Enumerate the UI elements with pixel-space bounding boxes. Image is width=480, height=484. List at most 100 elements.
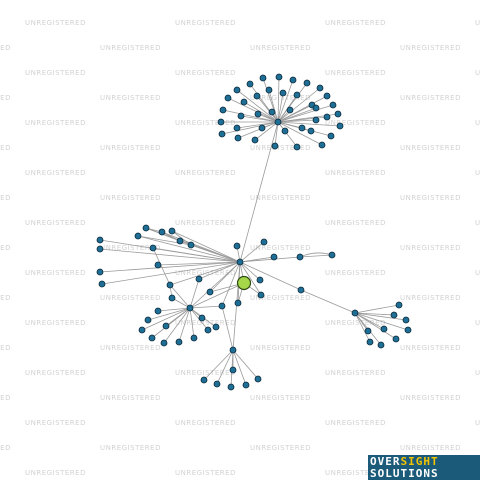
graph-node — [234, 299, 242, 307]
graph-node — [390, 311, 398, 319]
graph-edge — [354, 304, 400, 314]
watermark-text: UNREGISTERED — [175, 269, 236, 277]
watermark-text: UNREGISTERED — [250, 94, 311, 102]
graph-edge — [277, 121, 341, 127]
watermark-text: UNREGISTERED — [400, 44, 461, 52]
graph-edge — [239, 241, 265, 263]
watermark-text: UNREGISTERED — [250, 344, 311, 352]
graph-node — [258, 124, 266, 132]
watermark-text: UNREGISTERED — [175, 319, 236, 327]
watermark-text: UNREGISTERED — [325, 269, 386, 277]
watermark-text: UNREGISTERED — [25, 369, 86, 377]
graph-node — [253, 92, 261, 100]
graph-edge — [157, 307, 191, 312]
watermark-text: UNREGISTERED — [400, 344, 461, 352]
watermark-text: UNREGISTERED — [25, 319, 86, 327]
graph-node — [176, 237, 184, 245]
graph-edge — [171, 230, 241, 263]
graph-edge — [198, 261, 241, 280]
graph-edge — [262, 77, 279, 123]
graph-node — [274, 118, 282, 126]
graph-node — [316, 84, 324, 92]
watermark-text: UNREGISTERED — [250, 294, 311, 302]
watermark-text: UNREGISTERED — [475, 119, 480, 127]
logo-word-solutions: SOLUTIONS — [370, 467, 439, 480]
graph-node — [279, 89, 287, 97]
graph-node — [402, 316, 410, 324]
graph-edge — [232, 349, 259, 380]
graph-edge — [277, 79, 294, 123]
graph-node — [257, 291, 265, 299]
watermark-text: UNREGISTERED — [100, 94, 161, 102]
graph-edge — [354, 312, 407, 321]
watermark-text: UNREGISTERED — [100, 144, 161, 152]
logo-word-over: OVER — [370, 455, 401, 468]
watermark-text: UNREGISTERED — [475, 69, 480, 77]
graph-edge — [216, 349, 234, 385]
watermark-text: UNREGISTERED — [100, 244, 161, 252]
watermark-text: UNREGISTERED — [25, 219, 86, 227]
graph-node — [392, 335, 400, 343]
graph-edge — [147, 307, 191, 321]
graph-node — [240, 98, 248, 106]
graph-node — [212, 323, 220, 331]
graph-node — [380, 325, 388, 333]
graph-edge — [277, 76, 280, 123]
graph-node — [168, 294, 176, 302]
watermark-text: UNREGISTERED — [400, 94, 461, 102]
graph-edge — [189, 305, 223, 309]
graph-edge — [236, 121, 279, 129]
watermark-text: UNREGISTERED — [325, 219, 386, 227]
graph-node — [404, 326, 412, 334]
graph-node — [256, 276, 264, 284]
graph-node — [144, 316, 152, 324]
graph-node — [96, 236, 104, 244]
graph-edge — [189, 282, 245, 309]
node-layer — [96, 73, 412, 391]
graph-node — [233, 124, 241, 132]
graph-edge — [171, 297, 191, 309]
graph-node — [268, 108, 276, 116]
graph-node — [142, 224, 150, 232]
graph-edge — [277, 87, 321, 123]
graph-node — [218, 130, 226, 138]
watermark-text: UNREGISTERED — [175, 469, 236, 477]
graph-edge — [152, 247, 171, 286]
graph-edge — [137, 235, 241, 263]
graph-node — [158, 228, 166, 236]
watermark-text: UNREGISTERED — [100, 44, 161, 52]
graph-node — [259, 74, 267, 82]
watermark-text: UNREGISTERED — [0, 144, 11, 152]
watermark-text: UNREGISTERED — [400, 444, 461, 452]
graph-node — [233, 86, 241, 94]
watermark-text: UNREGISTERED — [0, 444, 11, 452]
watermark-text: UNREGISTERED — [175, 369, 236, 377]
watermark-text: UNREGISTERED — [400, 394, 461, 402]
graph-node — [377, 341, 385, 349]
graph-edge — [152, 247, 241, 263]
watermark-text: UNREGISTERED — [100, 294, 161, 302]
graph-node — [289, 76, 297, 84]
graph-edge — [221, 261, 241, 307]
watermark-text: UNREGISTERED — [475, 369, 480, 377]
graph-node — [327, 132, 335, 140]
watermark-text: UNREGISTERED — [250, 144, 311, 152]
graph-node — [96, 268, 104, 276]
graph-node — [251, 136, 259, 144]
watermark-text: UNREGISTERED — [325, 69, 386, 77]
watermark-text: UNREGISTERED — [175, 219, 236, 227]
watermark-text: UNREGISTERED — [475, 419, 480, 427]
graph-edge — [239, 261, 261, 281]
graph-edge — [101, 261, 241, 285]
watermark-text: UNREGISTERED — [25, 169, 86, 177]
logo-word-sight: SIGHT — [400, 455, 439, 468]
watermark-text: UNREGISTERED — [325, 419, 386, 427]
graph-edge — [277, 116, 328, 123]
watermark-text: UNREGISTERED — [325, 169, 386, 177]
graph-edge — [189, 261, 241, 309]
watermark-text: UNREGISTERED — [100, 444, 161, 452]
graph-edge — [178, 307, 191, 343]
watermark-text: UNREGISTERED — [175, 169, 236, 177]
graph-edge — [277, 107, 317, 123]
